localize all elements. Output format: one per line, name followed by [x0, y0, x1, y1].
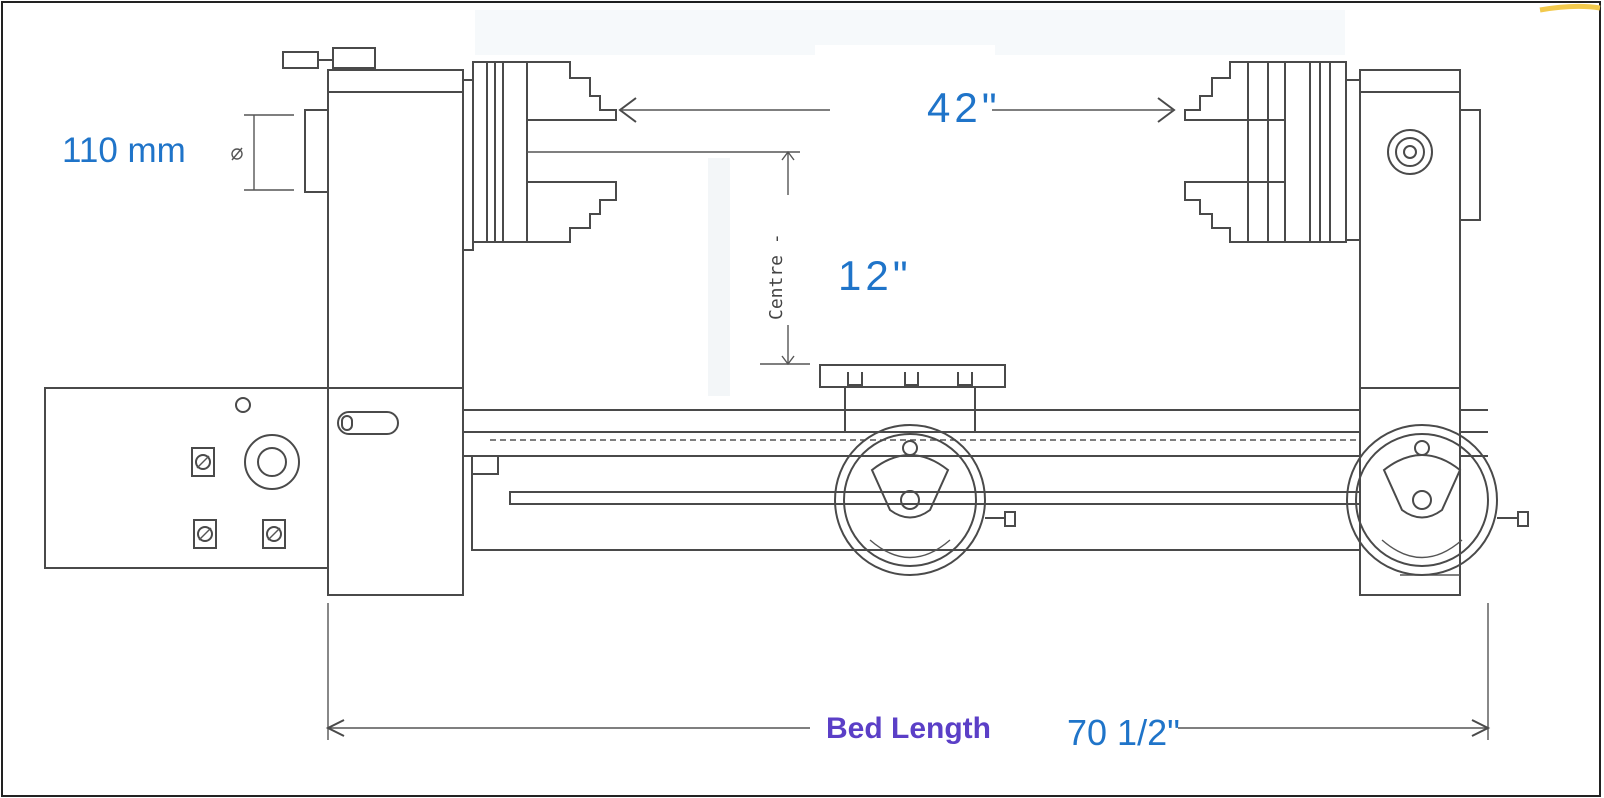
between-centres-dimension: 42" [618, 45, 1176, 131]
spindle-dia-dimension: 110 mm [62, 114, 294, 191]
tailstock-lock-icon [1387, 129, 1433, 175]
headstock [282, 47, 488, 596]
corner-accent [1539, 3, 1601, 13]
switch-1 [191, 447, 215, 477]
spindle-dia-label: 110 mm [62, 131, 186, 170]
switch-2 [193, 519, 217, 549]
bed-length-label: Bed Length [826, 712, 991, 745]
right-chuck [1184, 61, 1331, 243]
centre-height-label: 12" [838, 252, 912, 299]
control-panel [44, 387, 329, 569]
bed-length-value: 70 1/2" [1067, 712, 1180, 753]
left-chuck [486, 61, 617, 243]
carriage-handwheel [834, 424, 1016, 576]
centre-height-dimension: Centre - 12" [527, 150, 912, 396]
centre-word: Centre - [766, 233, 787, 320]
bed-length-dimension: Bed Length 70 1/2" [325, 603, 1491, 753]
switch-3 [262, 519, 286, 549]
tailstock-handwheel [1346, 424, 1529, 576]
control-knob [244, 434, 300, 490]
tailstock [1329, 61, 1481, 596]
between-centres-label: 42" [927, 84, 1001, 131]
